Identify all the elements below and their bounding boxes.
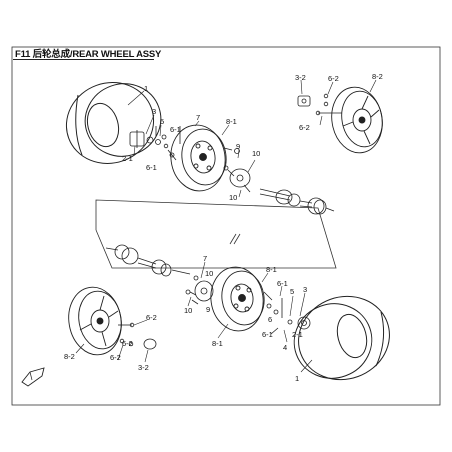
callout-bolt2-top-2: 6-2 bbox=[299, 123, 310, 132]
diagram-border bbox=[11, 46, 441, 406]
callout-stud-bottom: 6 bbox=[268, 315, 272, 324]
rim-top-right bbox=[331, 86, 383, 154]
callout-cap-bottom: 3-2 bbox=[138, 363, 149, 372]
callout-hub-top-2: 10 bbox=[229, 193, 237, 202]
callout-lug-nut-bottom: 7 bbox=[203, 254, 207, 263]
fasteners-top-left bbox=[163, 126, 240, 161]
callout-bolt-top: 9 bbox=[236, 142, 240, 151]
callout-lug-top-2: 6-1 bbox=[146, 163, 157, 172]
cap-bottom-left bbox=[118, 322, 157, 350]
callout-hub-nut-bottom: 3 bbox=[303, 285, 307, 294]
rim-top-left bbox=[170, 124, 227, 192]
callout-lug-top: 6-1 bbox=[170, 125, 181, 134]
callout-lug-bottom: 6-1 bbox=[277, 279, 288, 288]
title-underline bbox=[13, 59, 154, 60]
callout-hub-top: 10 bbox=[252, 149, 260, 158]
tire-bottom-right bbox=[293, 295, 390, 381]
callout-bolt2-bottom-2: 6-2 bbox=[122, 339, 133, 348]
assembly-bracket bbox=[95, 199, 337, 269]
callout-bolt-bottom: 9 bbox=[206, 305, 210, 314]
cap-top-right bbox=[297, 93, 342, 116]
callout-hub-bottom-2: 10 bbox=[184, 306, 192, 315]
leader-lines bbox=[75, 79, 377, 373]
callout-lug-bottom-2: 6-1 bbox=[262, 330, 273, 339]
tire-top-left bbox=[65, 82, 162, 164]
fasteners-bottom-right bbox=[263, 291, 311, 335]
callout-bolt2-top: 6-2 bbox=[328, 74, 339, 83]
callout-cotter-bottom: 4 bbox=[283, 343, 287, 352]
callout-bolt2-bottom-3: 6-2 bbox=[110, 353, 121, 362]
callout-tire-bottom: 1 bbox=[295, 374, 299, 383]
callout-cap-top: 3-2 bbox=[295, 73, 306, 82]
callout-hub-bottom: 10 bbox=[205, 269, 213, 278]
hub-mid-top bbox=[223, 165, 251, 193]
rim-bottom-left bbox=[68, 286, 122, 356]
callout-rim-alloy-top: 8-2 bbox=[372, 72, 383, 81]
callout-lug-nut-top: 7 bbox=[196, 113, 200, 122]
callout-labels: 1 3 5 2-1 6-1 6-1 7 8-1 9 10 10 3-2 6-2 … bbox=[64, 72, 383, 383]
callout-hub-nut-top: 3 bbox=[152, 107, 156, 116]
callout-rim-bottom: 8-1 bbox=[266, 265, 277, 274]
callout-bolt2-bottom: 6-2 bbox=[146, 313, 157, 322]
callout-nut-bottom: 5 bbox=[290, 287, 294, 296]
callout-rim-alloy-bottom: 8-2 bbox=[64, 352, 75, 361]
callout-tire-top: 1 bbox=[144, 84, 148, 93]
hub-mid-bottom bbox=[185, 275, 214, 305]
callout-washer-bottom: 2-1 bbox=[292, 330, 303, 339]
callout-rim-top: 8-1 bbox=[226, 117, 237, 126]
callout-nut-top: 5 bbox=[160, 117, 164, 126]
callout-washer-top: 2-1 bbox=[122, 154, 133, 163]
diagram-title: F11 后轮总成/REAR WHEEL ASSY bbox=[15, 49, 162, 60]
axle-shaft-lower bbox=[105, 244, 191, 277]
hub-top-left bbox=[129, 126, 167, 148]
front-direction-arrow-icon bbox=[21, 367, 45, 387]
axle-shaft-upper bbox=[259, 188, 335, 215]
callout-rim-bottom-2: 8-1 bbox=[212, 339, 223, 348]
rim-bottom-middle bbox=[210, 266, 265, 332]
